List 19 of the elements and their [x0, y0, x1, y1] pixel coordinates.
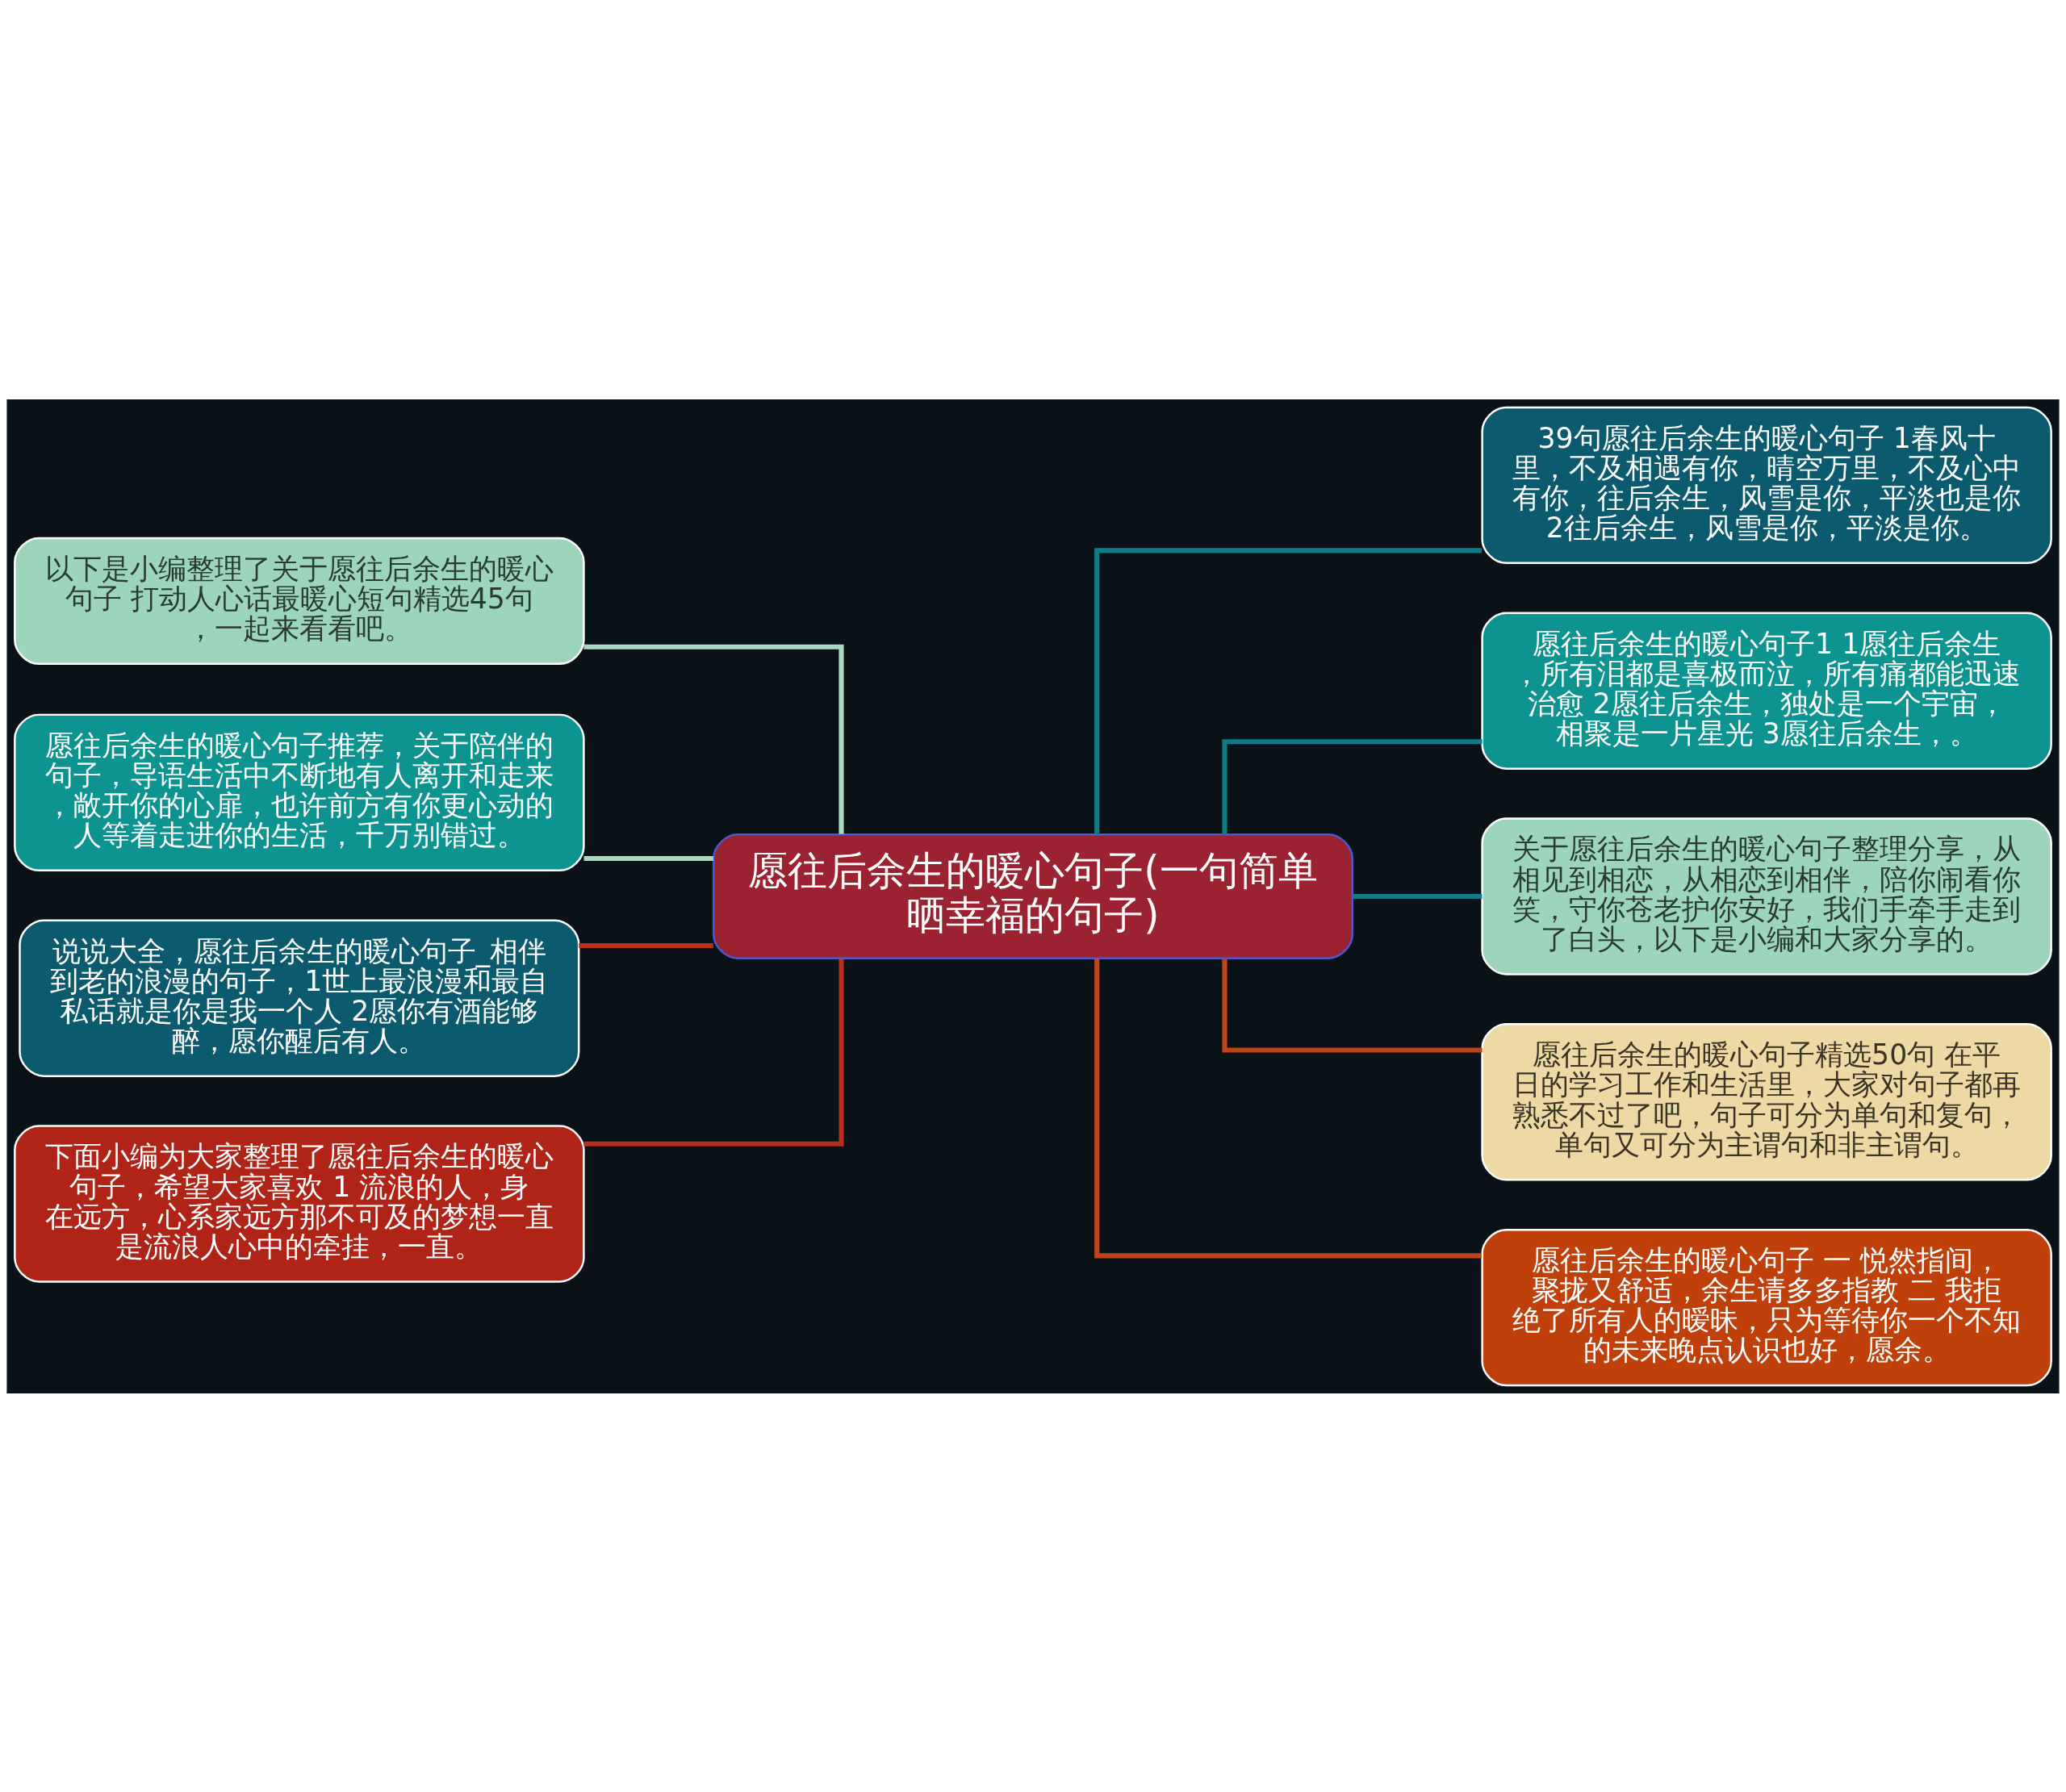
connector [1094, 959, 1482, 1258]
connector [1094, 547, 1482, 833]
connector [1222, 738, 1483, 834]
node-box: 以下是小编整理了关于愿往后余生的暖心句子 打动人心话最暖心短句精选45句，一起来看看吧。 [14, 537, 585, 665]
connector [583, 644, 844, 834]
connector [579, 942, 713, 948]
node-box: 关于愿往后余生的暖心句子整理分享，从相见到相恋，从相恋到相伴，陪你闹看你笑，守你苍老护你安好，我们手牵手走到了白头，以下是小编和大家分享的。 [1481, 817, 2052, 975]
connector [583, 855, 713, 861]
node-box: 下面小编为大家整理了愿往后余生的暖心句子，希望大家喜欢 1 流浪的人，身在远方，心系家远方那不可及的梦想一直是流浪人心中的牵挂，一直。 [14, 1124, 585, 1283]
node-box: 愿往后余生的暖心句子 一 悦然指间，聚拢又舒适，余生请多多指教 二 我拒绝了所有人的暧昧，只为等待你一个不知的未来晚点认识也好，愿余。 [1481, 1228, 2052, 1386]
connector [1222, 959, 1483, 1053]
node-box: 说说大全，愿往后余生的暖心句子_相伴到老的浪漫的句子，1世上最浪漫和最自私话就是你是我一个人 2愿你有酒能够醉，愿你醒后有人。 [19, 918, 580, 1077]
connector [583, 958, 844, 1147]
node-box: 愿往后余生的暖心句子1 1愿往后余生，所有泪都是喜极而泣，所有痛都能迅速治愈 2愿往后余生，独处是一个宇宙，相聚是一片星光 3愿往后余生，。 [1481, 611, 2052, 770]
connector [1353, 893, 1483, 899]
node-box: 39句愿往后余生的暖心句子 1春风十里，不及相遇有你，晴空万里，不及心中有你，往后余生，风雪是你，平淡也是你 2往后余生，风雪是你，平淡是你。 [1481, 406, 2052, 564]
node-box: 愿往后余生的暖心句子精选50句 在平日的学习工作和生活里，大家对句子都再熟悉不过了吧，句子可分为单句和复句，单句又可分为主谓句和非主谓句。 [1481, 1022, 2052, 1181]
node-box: 愿往后余生的暖心句子(一句简单晒幸福的句子) [712, 833, 1354, 959]
node-box: 愿往后余生的暖心句子推荐，关于陪伴的句子，导语生活中不断地有人离开和走来，敞开你的心扉，也许前方有你更心动的人等着走进你的生活，千万别错过。 [14, 713, 585, 871]
